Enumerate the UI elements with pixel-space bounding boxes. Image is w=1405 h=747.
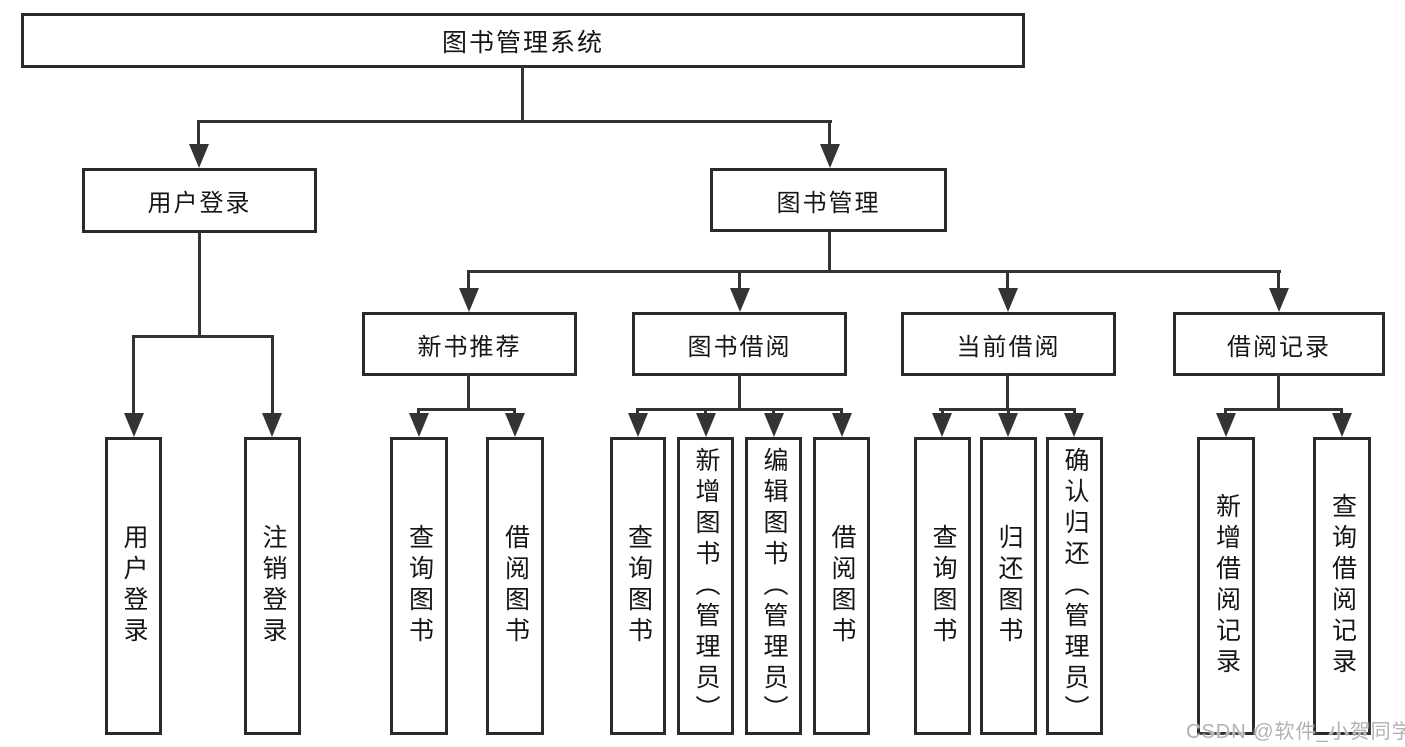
node-label: 图书管理系统 (441, 28, 604, 57)
arrow-down-icon (764, 413, 784, 437)
node-label: 新增借阅记录 (1212, 493, 1241, 679)
node-return-books: 归还图书 (980, 437, 1037, 735)
node-label: 用户登录 (147, 190, 252, 217)
arrow-down-icon (124, 413, 144, 437)
connector-line (1224, 408, 1227, 415)
arrow-down-icon (932, 413, 952, 437)
connector-line (132, 335, 274, 338)
connector-line (1277, 374, 1280, 408)
node-label: 查询图书 (405, 524, 434, 648)
arrow-down-icon (1332, 413, 1352, 437)
node-label: 编辑图书（管理员） (760, 446, 788, 726)
connector-line (467, 270, 1281, 273)
node-label: 当前借阅 (956, 333, 1061, 361)
node-new-book-recommendation: 新书推荐 (362, 312, 577, 376)
connector-line (513, 408, 516, 415)
arrow-down-icon (189, 144, 209, 168)
connector-line (636, 408, 843, 411)
arrow-down-icon (409, 413, 429, 437)
connector-line (1006, 374, 1009, 408)
arrow-down-icon (628, 413, 648, 437)
node-label: 归还图书 (995, 524, 1023, 648)
node-label: 新书推荐 (417, 333, 522, 361)
node-library-management-system: 图书管理系统 (21, 13, 1025, 68)
connector-line (1224, 408, 1343, 411)
node-add-borrow-record: 新增借阅记录 (1197, 437, 1255, 735)
arrow-down-icon (262, 413, 282, 437)
connector-line (1006, 270, 1009, 290)
connector-line (704, 408, 707, 415)
connector-line (197, 120, 832, 123)
connector-line (828, 231, 831, 270)
node-logout-action: 注销登录 (244, 437, 301, 735)
node-query-books-current: 查询图书 (914, 437, 971, 735)
connector-line (1007, 408, 1010, 415)
arrow-down-icon (696, 413, 716, 437)
connector-line (1277, 270, 1280, 290)
arrow-down-icon (832, 413, 852, 437)
node-label: 图书借阅 (687, 333, 792, 361)
node-query-books-recommend: 查询图书 (390, 437, 448, 735)
node-label: 借阅图书 (828, 524, 856, 648)
connector-line (941, 408, 944, 415)
node-label: 新增图书（管理员） (692, 446, 720, 726)
connector-line (467, 374, 470, 408)
connector-line (840, 408, 843, 415)
node-borrow-books-borrowing: 借阅图书 (813, 437, 870, 735)
connector-line (1073, 408, 1076, 415)
connector-line (271, 335, 274, 415)
arrow-down-icon (1269, 288, 1289, 312)
node-label: 查询借阅记录 (1328, 493, 1357, 679)
connector-line (738, 270, 741, 290)
node-add-books-admin: 新增图书（管理员） (677, 437, 734, 735)
node-query-borrow-record: 查询借阅记录 (1313, 437, 1371, 735)
node-book-management: 图书管理 (710, 168, 947, 232)
node-label: 确认归还（管理员） (1061, 446, 1089, 726)
node-query-books-borrowing: 查询图书 (610, 437, 666, 735)
connector-line (1340, 408, 1343, 415)
node-current-borrowing: 当前借阅 (901, 312, 1116, 376)
node-user-login-action: 用户登录 (105, 437, 162, 735)
arrow-down-icon (1216, 413, 1236, 437)
node-label: 借阅图书 (501, 524, 530, 648)
arrow-down-icon (998, 288, 1018, 312)
node-edit-books-admin: 编辑图书（管理员） (745, 437, 802, 735)
arrow-down-icon (505, 413, 525, 437)
node-label: 查询图书 (929, 524, 957, 648)
node-borrow-books-recommend: 借阅图书 (486, 437, 544, 735)
arrow-down-icon (1064, 413, 1084, 437)
connector-line (467, 270, 470, 290)
connector-line (521, 66, 524, 120)
connector-line (828, 120, 831, 148)
arrow-down-icon (998, 413, 1018, 437)
connector-line (132, 335, 135, 415)
connector-line (772, 408, 775, 415)
connector-line (417, 408, 516, 411)
connector-line (417, 408, 420, 415)
connector-line (636, 408, 639, 415)
node-user-login: 用户登录 (82, 168, 317, 233)
watermark-text: CSDN @软件_小贺同学 (1186, 721, 1405, 743)
connector-line (738, 374, 741, 408)
connector-line (197, 120, 200, 148)
arrow-down-icon (820, 144, 840, 168)
node-confirm-return-admin: 确认归还（管理员） (1046, 437, 1103, 735)
node-label: 查询图书 (624, 524, 653, 648)
connector-line (198, 231, 201, 335)
node-label: 注销登录 (259, 524, 287, 648)
arrow-down-icon (459, 288, 479, 312)
node-book-borrowing: 图书借阅 (632, 312, 847, 376)
node-label: 用户登录 (120, 524, 148, 648)
node-label: 图书管理 (776, 189, 881, 217)
node-label: 借阅记录 (1227, 333, 1331, 361)
node-borrowing-records: 借阅记录 (1173, 312, 1385, 376)
arrow-down-icon (730, 288, 750, 312)
